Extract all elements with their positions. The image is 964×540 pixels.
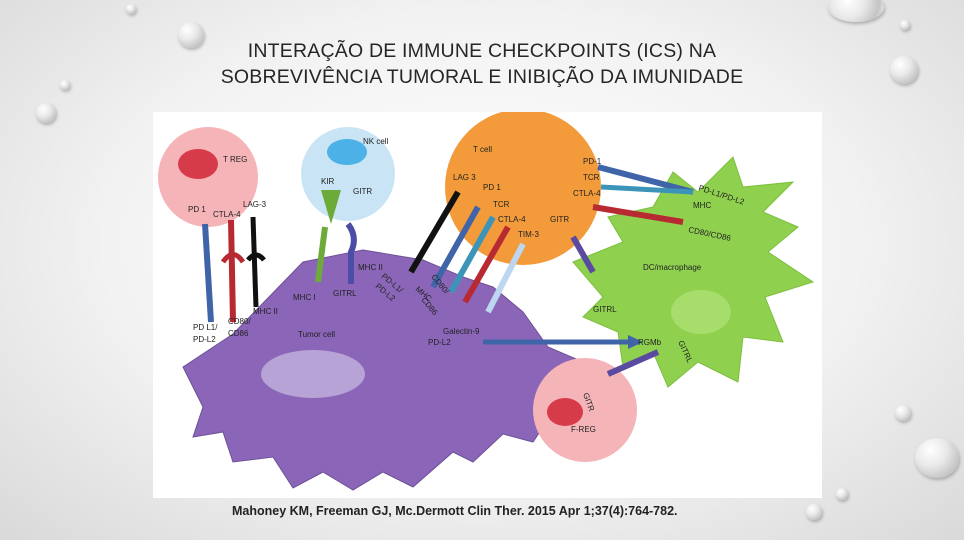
arrow-head <box>628 335 643 349</box>
ctla4-cd80-tcell <box>462 225 511 304</box>
immune-checkpoint-figure: T REG LAG-3 PD 1 CTLA-4 NK cell KIR GITR… <box>153 112 822 498</box>
label-nk-gitr: GITR <box>353 187 372 196</box>
citation: Mahoney KM, Freeman GJ, Mc.Dermott Clin … <box>232 504 678 518</box>
water-drop <box>915 438 959 478</box>
label-tcell-lag3: LAG 3 <box>453 173 476 182</box>
mhci-ligand <box>315 226 328 283</box>
label-tcell-pd1-right: PD-1 <box>583 157 602 166</box>
label-freg: F-REG <box>571 425 596 434</box>
label-tcell-tcr: TCR <box>493 200 510 209</box>
water-drop <box>828 0 884 22</box>
label-nk: NK cell <box>363 137 389 146</box>
label-tumor-gitrl: GITRL <box>333 289 357 298</box>
water-drop <box>890 56 918 84</box>
tcr-mhc-dc <box>600 184 694 195</box>
water-drop <box>178 22 204 48</box>
tumor-nucleus <box>261 350 365 398</box>
water-drop <box>126 4 136 14</box>
label-dc-gitrl: GITRL <box>593 305 617 314</box>
label-tumor-cd86: CD86 <box>228 329 249 338</box>
lag3-mhcii-receptor <box>250 216 259 308</box>
water-drop <box>806 504 822 520</box>
water-drop <box>895 405 911 421</box>
label-tcell-gitr: GITR <box>550 215 569 224</box>
label-tcell-ctla4: CTLA-4 <box>498 215 526 224</box>
lag3-mhcii-tcell <box>408 190 461 274</box>
lag3-cup <box>246 252 266 262</box>
title-line-1: INTERAÇÃO DE IMMUNE CHECKPOINTS (ICS) NA <box>247 40 717 62</box>
treg-nucleus <box>178 149 218 179</box>
label-tumor-pdl1: PD L1/ <box>193 323 218 332</box>
kir-receptor <box>321 190 341 224</box>
label-treg: T REG <box>223 155 247 164</box>
freg-nucleus <box>547 398 583 426</box>
label-tumor-mhcii-top: MHC II <box>358 263 383 272</box>
pd1-pdl1-tcell <box>430 205 481 289</box>
label-nk-kir: KIR <box>321 177 335 186</box>
title-line-2: SOBREVIVÊNCIA TUMORAL E INIBIÇÃO DA IMUN… <box>220 66 744 88</box>
label-treg-lag3: LAG-3 <box>243 200 267 209</box>
ctla4-cd80-dc <box>592 204 684 225</box>
label-tcell-tcr-right: TCR <box>583 173 600 182</box>
label-tumor-mhci: MHC I <box>293 293 316 302</box>
water-drop <box>900 20 910 30</box>
ctla4-cup <box>220 252 246 264</box>
label-tumor-pdl2: PD-L2 <box>193 335 216 344</box>
water-drop <box>36 103 56 123</box>
label-tumor-mhcii: MHC II <box>253 307 278 316</box>
label-treg-pd1: PD 1 <box>188 205 206 214</box>
freg-cell <box>533 358 637 462</box>
treg-cell <box>158 127 258 227</box>
label-tcell-ctla4-right: CTLA-4 <box>573 189 601 198</box>
water-drop <box>60 80 70 90</box>
label-galectin9: Galectin-9 <box>443 327 480 336</box>
tcr-mhc-tcell <box>448 215 496 294</box>
label-dc-mhc: MHC <box>693 201 711 210</box>
gitr-gitrl-nk <box>345 222 357 284</box>
water-drop <box>836 488 848 500</box>
label-tumor-pdl2-arrow: PD-L2 <box>428 338 451 347</box>
tim3-galectin9 <box>485 242 526 314</box>
pd1-pdl1-receptor <box>202 223 214 323</box>
ctla4-cd80-receptor <box>228 219 236 323</box>
t-cell <box>445 112 601 265</box>
label-rgmb: RGMb <box>638 338 662 347</box>
label-tumor: Tumor cell <box>298 330 335 339</box>
diagram-svg: T REG LAG-3 PD 1 CTLA-4 NK cell KIR GITR… <box>158 112 815 491</box>
label-tcell-pd1: PD 1 <box>483 183 501 192</box>
label-dc: DC/macrophage <box>643 263 702 272</box>
freg-gitr-gitrl <box>606 349 660 377</box>
slide-title: INTERAÇÃO DE IMMUNE CHECKPOINTS (ICS) NA… <box>170 38 794 90</box>
label-treg-ctla4: CTLA-4 <box>213 210 241 219</box>
label-tcell: T cell <box>473 145 492 154</box>
label-tcell-tim3: TIM-3 <box>518 230 539 239</box>
dc-nucleus <box>671 290 731 334</box>
gitr-gitrl-dc <box>570 235 596 274</box>
nk-nucleus <box>327 139 367 165</box>
pd1-pdl1-dc <box>597 164 694 195</box>
label-tumor-cd80: CD80/ <box>228 317 251 326</box>
